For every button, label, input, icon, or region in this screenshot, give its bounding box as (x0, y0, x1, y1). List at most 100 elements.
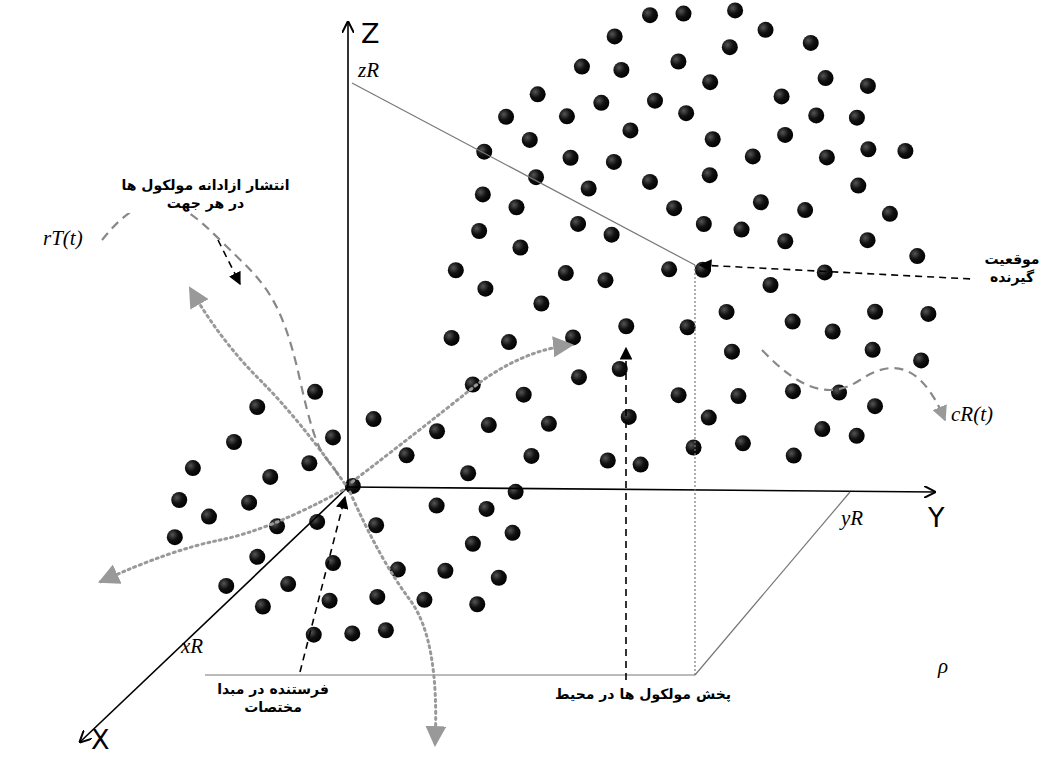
molecule (563, 150, 579, 166)
molecule (814, 421, 830, 437)
molecule (508, 484, 524, 500)
molecule (786, 448, 802, 464)
molecule (730, 388, 746, 404)
molecule (471, 223, 487, 239)
molecule (670, 53, 686, 69)
molecule (675, 6, 691, 22)
molecule (523, 448, 539, 464)
callout-text: انتشار ازادانه مولکول ها در هر جهت (115, 176, 296, 213)
molecule (621, 409, 637, 425)
molecule (574, 59, 590, 75)
diffusion-arrows (100, 288, 572, 745)
molecule (301, 455, 317, 471)
molecule (491, 570, 507, 586)
signal-curves (102, 202, 945, 478)
molecule (686, 440, 702, 456)
molecule (448, 262, 464, 278)
signal-name: rT(t) (40, 224, 86, 252)
molecule (600, 452, 616, 468)
molecule (469, 596, 485, 612)
coordinate-axes (80, 22, 935, 742)
molecule (920, 306, 936, 322)
axis-letter: X (88, 722, 113, 758)
molecule (322, 593, 338, 609)
molecule (849, 110, 865, 126)
molecule (185, 460, 201, 476)
symbol-label: ρ (935, 652, 951, 680)
molecule (512, 240, 528, 256)
molecule (702, 167, 718, 183)
coordinate-mark: yR (838, 504, 866, 532)
molecule (369, 589, 385, 605)
molecule (218, 578, 234, 594)
molecule (678, 105, 694, 121)
axis-letter: Z (358, 16, 383, 52)
molecule (344, 625, 360, 641)
molecule (530, 86, 546, 102)
molecule (642, 7, 658, 23)
molecule (368, 517, 384, 533)
molecule (475, 186, 491, 202)
molecule (522, 132, 538, 148)
molecule (867, 398, 883, 414)
molecule (897, 143, 913, 159)
molecule (797, 202, 813, 218)
molecule (661, 261, 677, 277)
molecule (465, 536, 481, 552)
molecule (735, 435, 751, 451)
molecule (201, 509, 217, 525)
molecule (705, 131, 721, 147)
molecule (701, 410, 717, 426)
molecule (171, 492, 187, 508)
molecule (516, 387, 532, 403)
molecule (618, 318, 634, 334)
coordinate-mark: zR (355, 56, 382, 84)
molecule (444, 330, 460, 346)
molecule (642, 174, 658, 190)
molecule (399, 447, 415, 463)
callout-text: موقعیت گیرنده (972, 250, 1052, 287)
molecule (860, 232, 876, 248)
molecule (762, 277, 778, 293)
molecule (280, 576, 296, 592)
molecule (533, 296, 549, 312)
molecule (437, 563, 453, 579)
molecule (366, 411, 382, 427)
molecule (774, 88, 790, 104)
molecule (597, 272, 613, 288)
molecule (593, 95, 609, 111)
molecule (558, 265, 574, 281)
molecule (416, 592, 432, 608)
molecule (849, 428, 865, 444)
molecule (819, 149, 835, 165)
molecule (647, 93, 663, 109)
leader-lines (218, 240, 1030, 680)
molecule (860, 78, 876, 94)
molecule (306, 627, 322, 643)
molecule (860, 141, 876, 157)
molecule (501, 334, 517, 350)
molecule (498, 109, 514, 125)
molecule (429, 423, 445, 439)
molecule (622, 122, 638, 138)
molecule (325, 429, 341, 445)
molecule (758, 22, 774, 38)
molecule (249, 549, 265, 565)
molecule (509, 199, 525, 215)
molecule-dots (167, 2, 937, 642)
molecule (565, 329, 581, 345)
molecule (477, 281, 493, 297)
molecule (633, 457, 649, 473)
molecule (606, 154, 622, 170)
molecule (727, 2, 743, 18)
coordinate-mark: xR (178, 632, 206, 660)
molecule (581, 181, 597, 197)
molecule (226, 434, 242, 450)
molecule (696, 216, 712, 232)
molecule (882, 206, 898, 222)
molecule (909, 248, 925, 264)
molecule (460, 465, 476, 481)
molecule (167, 529, 183, 545)
molecule (745, 148, 761, 164)
molecule (867, 304, 883, 320)
